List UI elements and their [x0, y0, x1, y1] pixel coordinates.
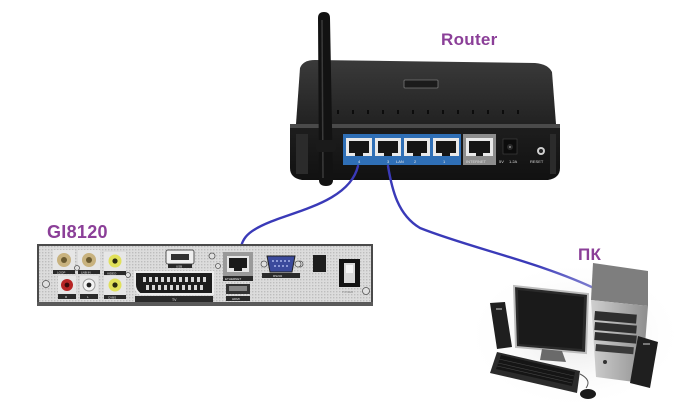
cvbs-label: CVBS [108, 296, 116, 300]
stb-indicator [313, 255, 326, 272]
router-vents [337, 110, 519, 114]
power-jack[interactable] [502, 138, 518, 155]
mouse [579, 373, 596, 399]
tv-label: TV [172, 298, 177, 302]
loop-connector[interactable] [53, 250, 75, 274]
audio-l-connector[interactable] [80, 276, 98, 299]
video-label: VIDEO [107, 272, 117, 276]
lan-number-2: 2 [414, 159, 417, 164]
ethernet-port[interactable] [223, 252, 253, 281]
monitor [512, 284, 590, 362]
power-switch[interactable] [339, 259, 360, 287]
scart-tv-port[interactable] [134, 271, 214, 302]
usb-label: USB [176, 265, 182, 269]
audio-r-connector[interactable] [58, 276, 76, 299]
left-speaker [490, 302, 512, 349]
r-label: R [65, 295, 68, 299]
stb-label: GI8120 [47, 222, 108, 242]
loop-label: LOOP [57, 271, 65, 275]
lan-port-4[interactable] [346, 138, 372, 156]
internet-port[interactable] [463, 134, 496, 165]
power-rating: 1.2A [509, 159, 518, 164]
video-connector[interactable] [104, 252, 126, 275]
power-label: 5V [499, 159, 504, 164]
stb-back-panel: LOOP LNB IN R L [37, 244, 373, 306]
internet-label: INTERNET [466, 159, 487, 164]
right-speaker [630, 336, 658, 388]
cable-router-to-stb [238, 164, 360, 260]
pc [465, 260, 685, 406]
lan-port-1[interactable] [433, 138, 459, 156]
router-antenna [316, 12, 336, 186]
lan-number-4: 4 [358, 159, 361, 164]
rs232-label: RS232 [273, 274, 283, 278]
router: 4 3 LAN 2 1 INTERNET 5V 1.2A RESET [290, 60, 560, 180]
usb-port[interactable] [165, 249, 195, 268]
router-logo-plate [403, 79, 439, 89]
router-top [296, 60, 556, 124]
cvbs-connector[interactable] [104, 276, 126, 299]
hdmi-port[interactable] [226, 284, 250, 301]
lnb-label: LNB IN [81, 271, 91, 275]
router-lan-ports [346, 138, 459, 156]
hdmi-label: HDMI [232, 297, 240, 301]
pc-label: ПК [578, 245, 602, 264]
screw-icon [42, 252, 370, 295]
power-switch-label: POWER [342, 290, 354, 294]
lan-port-2[interactable] [404, 138, 430, 156]
lan-number-1: 1 [443, 159, 446, 164]
keyboard [490, 352, 580, 393]
lan-port-3[interactable] [375, 138, 401, 156]
l-label: L [87, 295, 89, 299]
lan-number-3: 3 [387, 159, 390, 164]
router-label: Router [441, 30, 498, 49]
reset-label: RESET [530, 159, 544, 164]
ethernet-label: ETHERNET [225, 277, 241, 281]
lan-label: LAN [396, 159, 404, 164]
lnb-in-connector[interactable] [78, 250, 100, 274]
reset-button[interactable] [537, 147, 545, 155]
rs232-port[interactable] [260, 255, 302, 278]
